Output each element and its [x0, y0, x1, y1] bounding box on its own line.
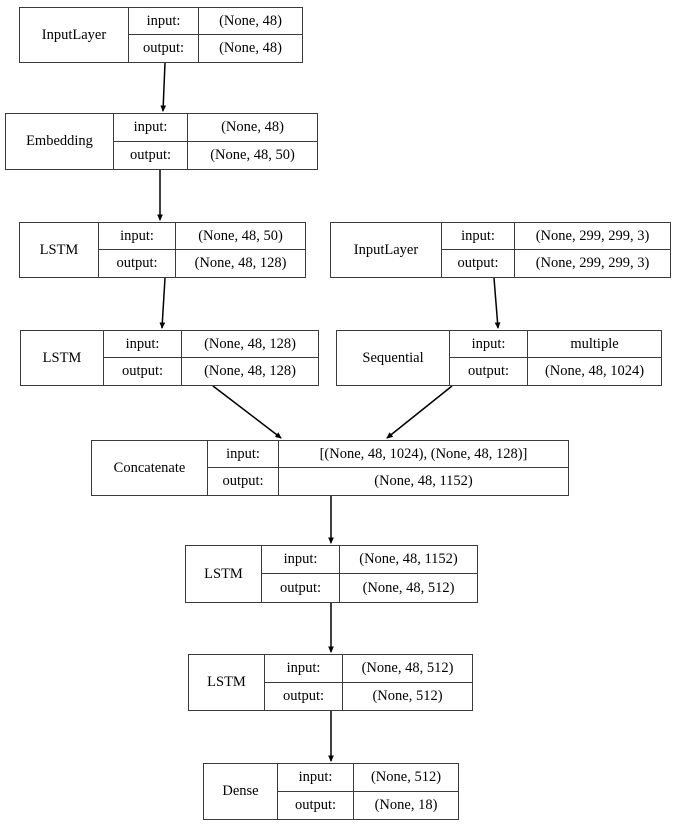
node-label-input_layer_text: InputLayer	[20, 8, 129, 62]
io-key-input-lstm_4: input:	[265, 655, 343, 682]
io-key-input-input_layer_image: input:	[442, 223, 515, 249]
io-value-output-concatenate: (None, 48, 1152)	[374, 473, 473, 490]
io-key-output-input_layer_image: output:	[442, 250, 515, 277]
io-value-output-lstm_1: (None, 48, 128)	[194, 255, 287, 272]
io-value-input-lstm_2: (None, 48, 128)	[204, 335, 296, 352]
edge-lstm_2-to-concatenate	[212, 385, 282, 439]
node-label-concatenate: Concatenate	[92, 441, 208, 495]
io-row-input-lstm_3: input: (None, 48, 1152)	[262, 546, 477, 574]
node-io-table-embedding: input: (None, 48) output: (None, 48, 50)	[114, 114, 317, 169]
io-key-output-sequential: output:	[450, 358, 528, 385]
io-row-input-embedding: input: (None, 48)	[114, 114, 317, 142]
io-row-input-dense: input: (None, 512)	[278, 764, 458, 792]
node-io-table-input_layer_image: input: (None, 299, 299, 3) output: (None, 2…	[442, 223, 670, 277]
io-key-input-lstm_3: input:	[262, 546, 340, 573]
io-key-output-lstm_4: output:	[265, 682, 343, 710]
io-key-output-lstm_3: output:	[262, 574, 340, 602]
io-row-output-lstm_1: output: (None, 48, 128)	[99, 250, 305, 277]
io-key-input-sequential: input:	[450, 331, 528, 357]
edge-lstm_1-to-lstm_2	[159, 277, 166, 329]
io-value-output-lstm_3: (None, 48, 512)	[362, 579, 455, 596]
io-key-input-lstm_2: input:	[104, 331, 182, 357]
io-key-output-input_layer_text: output:	[129, 35, 199, 62]
io-row-output-input_layer_text: output: (None, 48)	[129, 35, 302, 62]
io-row-output-lstm_4: output: (None, 512)	[265, 682, 472, 710]
io-row-output-embedding: output: (None, 48, 50)	[114, 141, 317, 169]
io-key-output-lstm_1: output:	[99, 250, 176, 277]
io-key-input-input_layer_text: input:	[129, 8, 199, 34]
io-row-input-lstm_4: input: (None, 48, 512)	[265, 655, 472, 683]
edge-input_layer_text-to-embedding	[160, 62, 167, 112]
node-io-table-lstm_4: input: (None, 48, 512) output: (None, 512)	[265, 655, 472, 710]
io-key-input-embedding: input:	[114, 114, 188, 141]
io-row-input-input_layer_image: input: (None, 299, 299, 3)	[442, 223, 670, 250]
io-value-output-sequential: (None, 48, 1024)	[544, 363, 645, 380]
node-io-table-input_layer_text: input: (None, 48) output: (None, 48)	[129, 8, 302, 62]
io-value-input-concatenate: [(None, 48, 1024), (None, 48, 128)]	[319, 445, 528, 462]
io-row-output-concatenate: output: (None, 48, 1152)	[208, 468, 568, 495]
io-value-output-lstm_2: (None, 48, 128)	[204, 363, 296, 380]
node-io-table-lstm_1: input: (None, 48, 50) output: (None, 48, 12…	[99, 223, 305, 277]
io-row-input-concatenate: input: [(None, 48, 1024), (None, 48, 128)…	[208, 441, 568, 468]
io-row-input-lstm_1: input: (None, 48, 50)	[99, 223, 305, 250]
io-value-input-lstm_3: (None, 48, 1152)	[359, 551, 458, 568]
node-label-sequential: Sequential	[337, 331, 450, 385]
node-label-embedding: Embedding	[6, 114, 114, 169]
node-io-table-sequential: input: multiple output: (None, 48, 1024)	[450, 331, 661, 385]
node-io-table-concatenate: input: [(None, 48, 1024), (None, 48, 128)…	[208, 441, 568, 495]
io-key-input-dense: input:	[278, 764, 354, 791]
edge-sequential-to-concatenate	[386, 385, 453, 439]
io-row-input-lstm_2: input: (None, 48, 128)	[104, 331, 318, 358]
node-label-input_layer_image: InputLayer	[331, 223, 442, 277]
io-row-output-lstm_2: output: (None, 48, 128)	[104, 358, 318, 385]
io-value-input-input_layer_image: (None, 299, 299, 3)	[535, 227, 650, 244]
node-label-lstm_3: LSTM	[186, 546, 262, 602]
node-io-table-lstm_2: input: (None, 48, 128) output: (None, 48, 1…	[104, 331, 318, 385]
io-value-input-lstm_1: (None, 48, 50)	[198, 227, 283, 244]
io-row-output-sequential: output: (None, 48, 1024)	[450, 358, 661, 385]
io-value-output-embedding: (None, 48, 50)	[210, 147, 295, 163]
io-row-input-input_layer_text: input: (None, 48)	[129, 8, 302, 35]
node-io-table-lstm_3: input: (None, 48, 1152) output: (None, 48, …	[262, 546, 477, 602]
io-value-output-input_layer_text: (None, 48)	[219, 40, 282, 57]
node-io-table-dense: input: (None, 512) output: (None, 18)	[278, 764, 458, 819]
io-key-input-lstm_1: input:	[99, 223, 176, 249]
node-label-lstm_4: LSTM	[189, 655, 265, 710]
io-row-output-lstm_3: output: (None, 48, 512)	[262, 574, 477, 602]
io-value-output-dense: (None, 18)	[374, 797, 438, 813]
io-value-output-input_layer_image: (None, 299, 299, 3)	[535, 255, 650, 272]
io-row-output-input_layer_image: output: (None, 299, 299, 3)	[442, 250, 670, 277]
io-value-input-input_layer_text: (None, 48)	[219, 12, 282, 29]
io-value-input-dense: (None, 512)	[370, 769, 442, 785]
io-row-input-sequential: input: multiple	[450, 331, 661, 358]
node-label-lstm_1: LSTM	[20, 223, 99, 277]
io-value-output-lstm_4: (None, 512)	[372, 688, 443, 704]
io-key-output-dense: output:	[278, 791, 354, 819]
io-row-output-dense: output: (None, 18)	[278, 791, 458, 819]
node-label-lstm_2: LSTM	[21, 331, 104, 385]
io-value-input-lstm_4: (None, 48, 512)	[361, 660, 454, 676]
io-key-output-concatenate: output:	[208, 468, 279, 495]
io-value-input-sequential: multiple	[570, 335, 619, 352]
io-value-input-embedding: (None, 48)	[221, 119, 284, 135]
io-key-input-concatenate: input:	[208, 441, 279, 467]
edge-input_layer_image-to-sequential	[493, 277, 501, 329]
io-key-output-embedding: output:	[114, 141, 188, 169]
io-key-output-lstm_2: output:	[104, 358, 182, 385]
node-label-dense: Dense	[204, 764, 278, 819]
